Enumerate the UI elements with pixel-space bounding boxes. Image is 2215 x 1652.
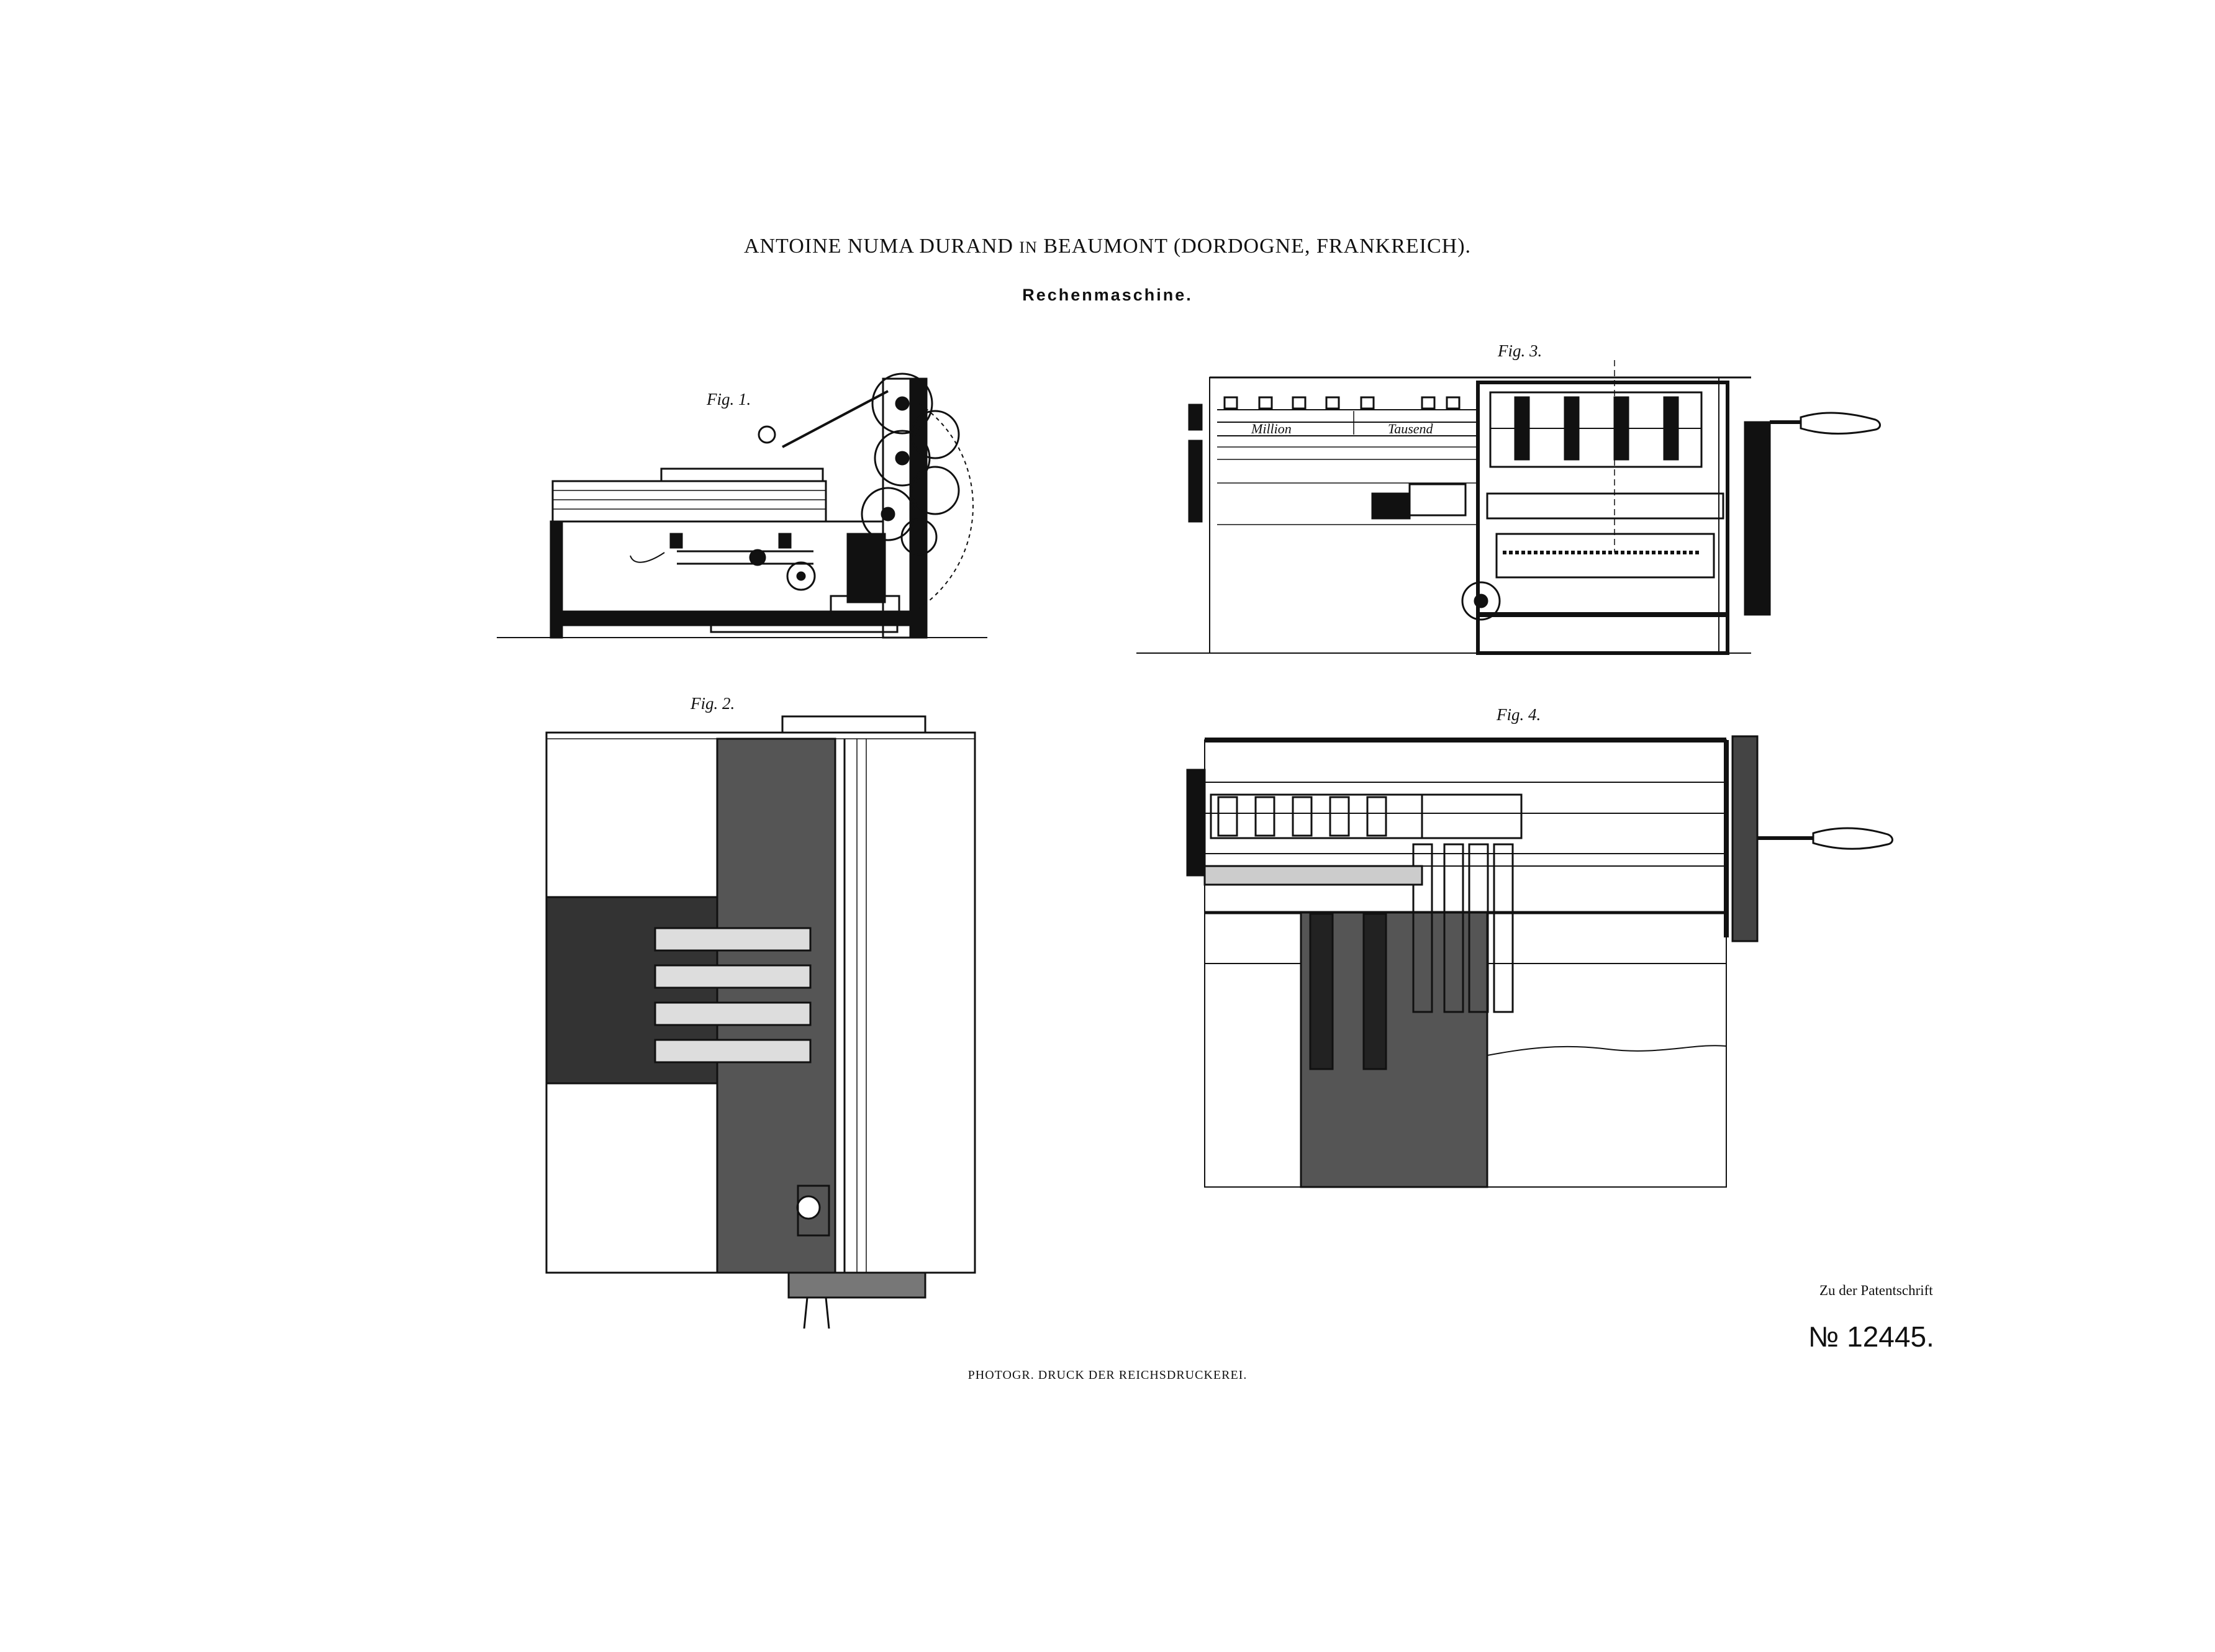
fig2-drawing — [545, 715, 976, 1329]
patent-number: № 12445. — [1808, 1320, 1934, 1353]
inventor-name: ANTOINE NUMA DURAND — [743, 235, 1013, 258]
fig3-tausend-label: Tausend — [1388, 421, 1434, 436]
patent-reference: Zu der Patentschrift — [1819, 1283, 1933, 1298]
inventor-region: (DORDOGNE, FRANKREICH). — [1173, 235, 1472, 258]
inventor-place: BEAUMONT — [1043, 235, 1168, 258]
fig3-million-label: Million — [1251, 421, 1292, 436]
fig3-drawing: Million Tausend — [1136, 360, 1881, 655]
fig1-drawing — [497, 372, 987, 639]
fig4-label: Fig. 4. — [1497, 705, 1541, 724]
fig2-label: Fig. 2. — [691, 694, 735, 713]
printer-credit: PHOTOGR. DRUCK DER REICHSDRUCKEREI. — [967, 1368, 1248, 1382]
fig3-label: Fig. 3. — [1498, 341, 1542, 360]
title-in: IN — [1019, 238, 1038, 256]
fig4-drawing — [1186, 735, 1893, 1188]
patent-subtitle: Rechenmaschine. — [1022, 286, 1193, 304]
patent-title: ANTOINE NUMA DURAND IN BEAUMONT (DORDOGN… — [0, 235, 2215, 258]
fig1-label: Fig. 1. — [707, 390, 751, 408]
